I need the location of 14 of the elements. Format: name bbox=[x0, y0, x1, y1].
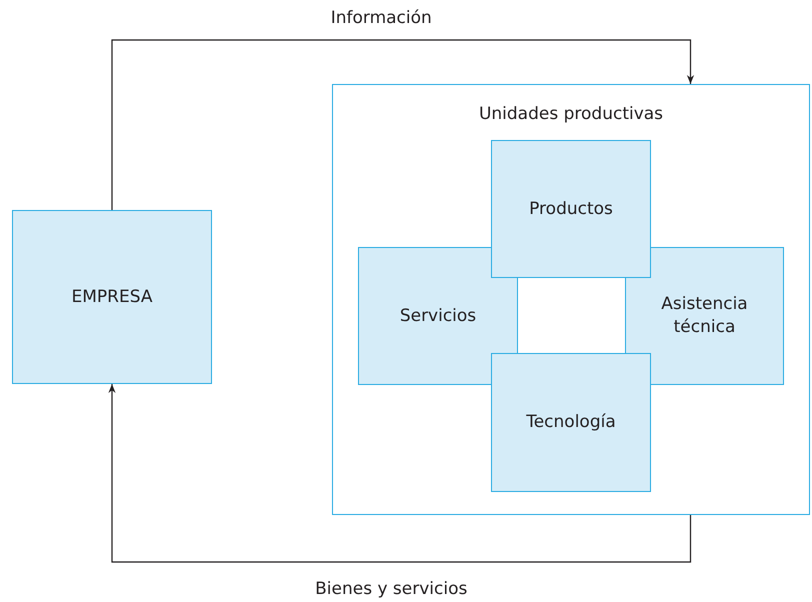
node-label: Servicios bbox=[400, 304, 476, 328]
service-box bbox=[358, 247, 518, 385]
container-box bbox=[332, 84, 810, 515]
support-box bbox=[625, 247, 784, 385]
arrow bbox=[111, 39, 694, 210]
group-heading: Unidades productivas bbox=[478, 103, 664, 126]
technology-box bbox=[491, 353, 651, 492]
node-label: Productos bbox=[529, 198, 613, 220]
product-box bbox=[491, 140, 651, 278]
node-label: Tecnología bbox=[526, 411, 616, 434]
company-box bbox=[12, 210, 212, 384]
node-label: Asistencia técnica bbox=[660, 293, 749, 339]
arrow bbox=[108, 384, 692, 563]
node-label: EMPRESA bbox=[72, 286, 152, 308]
